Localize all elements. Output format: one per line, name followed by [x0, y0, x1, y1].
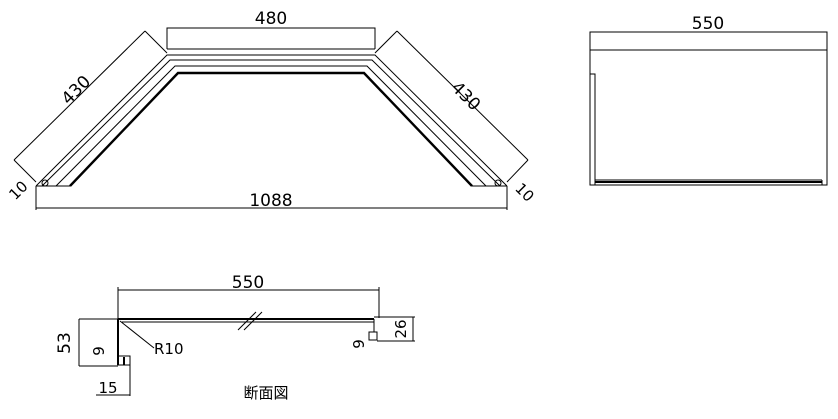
- top-view: 480 430 430 1088 10 10: [5, 9, 537, 211]
- right-side-dim-line: [396, 30, 529, 161]
- corner-mark-right: [494, 179, 502, 187]
- section-view: 550 53 9 R10 15 9 26 断面図: [55, 273, 415, 402]
- section-right-height-label: 26: [392, 319, 410, 338]
- section-caption: 断面図: [243, 384, 288, 402]
- section-right-lip: [368, 331, 378, 341]
- right-side-ext-top: [374, 30, 398, 54]
- left-side-ext-bottom: [13, 159, 37, 183]
- side-view-dim-box: [589, 31, 828, 51]
- left-side-ext-top: [144, 30, 168, 54]
- side-view-left-flange: [589, 73, 596, 186]
- top-width-dim-box: [166, 27, 376, 49]
- inner-outline: [55, 65, 487, 187]
- side-view-depth-label: 550: [692, 14, 724, 34]
- right-side-label: 430: [447, 78, 484, 115]
- left-edge-label: 10: [5, 177, 31, 203]
- section-length-label: 550: [232, 273, 264, 293]
- break-mark-2: [243, 311, 263, 331]
- side-view-body: [589, 49, 828, 186]
- outer-outline-2: [41, 59, 501, 187]
- section-height-label: 53: [55, 332, 75, 354]
- section-flange-label: 15: [98, 379, 117, 397]
- outer-outline: [35, 54, 508, 187]
- side-view: 550: [589, 14, 828, 186]
- right-edge-label: 10: [511, 179, 537, 205]
- top-width-label: 480: [255, 9, 287, 29]
- corner-mark-left: [41, 179, 49, 187]
- section-left-lip-label: 9: [90, 346, 108, 356]
- left-side-label: 430: [58, 72, 95, 109]
- break-mark-1: [237, 311, 257, 331]
- right-side-ext-bottom: [506, 159, 529, 183]
- inner-thick-outline: [69, 71, 473, 187]
- section-radius-label: R10: [154, 340, 184, 358]
- left-side-dim-line: [13, 30, 146, 161]
- radius-leader: [119, 320, 155, 349]
- section-right-lip-label: 9: [350, 339, 368, 349]
- bottom-width-label: 1088: [249, 191, 292, 211]
